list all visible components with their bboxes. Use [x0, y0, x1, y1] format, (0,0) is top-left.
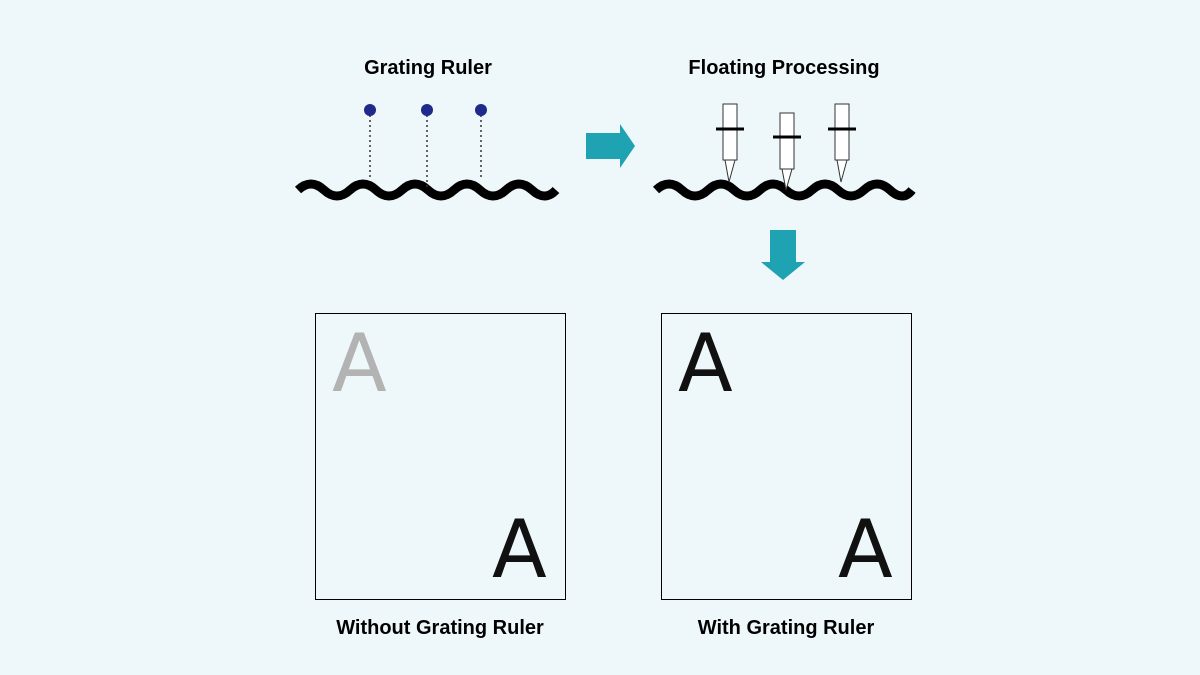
- cutting-tools: [716, 103, 856, 191]
- floating-processing-title: Floating Processing: [688, 57, 880, 79]
- tool: [828, 103, 856, 183]
- letter-bottom-right: A: [838, 503, 893, 596]
- surface-wave-left: [294, 179, 560, 201]
- arrow-down-icon: [761, 230, 805, 280]
- panel-with-grating-ruler: A A: [661, 313, 912, 600]
- with-grating-ruler-caption: With Grating Ruler: [697, 617, 875, 639]
- surface-wave-right: [652, 179, 916, 201]
- letter-bottom-right: A: [492, 503, 547, 596]
- panel-without-grating-ruler: A A: [315, 313, 566, 600]
- grating-ruler-title: Grating Ruler: [364, 57, 492, 79]
- tool: [716, 103, 744, 183]
- letter-top-left: A: [332, 317, 387, 410]
- probe-dot: [421, 104, 433, 116]
- probe-dot: [364, 104, 376, 116]
- arrow-right-icon: [586, 124, 635, 168]
- probe-dot: [475, 104, 487, 116]
- without-grating-ruler-caption: Without Grating Ruler: [336, 617, 544, 639]
- letter-top-left: A: [678, 317, 733, 410]
- grating-probes: [364, 104, 487, 188]
- tool: [773, 112, 801, 191]
